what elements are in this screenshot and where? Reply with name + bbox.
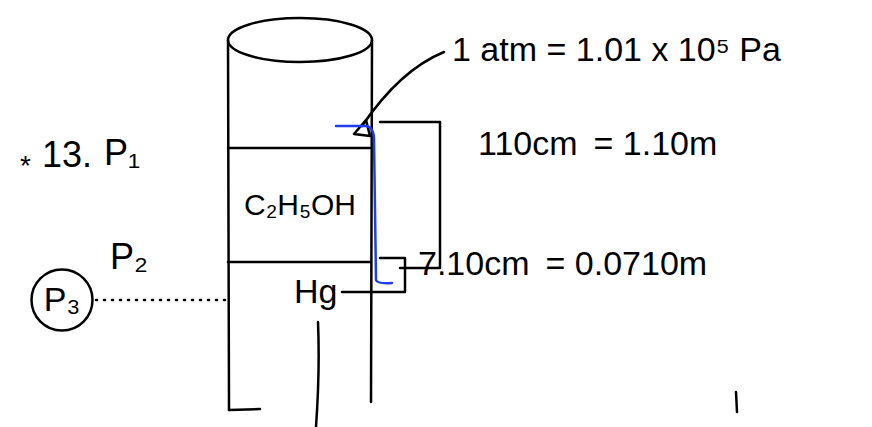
node-label: Hg bbox=[294, 272, 337, 311]
node-label: C₂H₅OH bbox=[244, 188, 356, 223]
liquid-layer: Hg bbox=[230, 264, 370, 404]
pressure-circle: P₃ bbox=[30, 268, 94, 332]
leader-line bbox=[362, 52, 444, 126]
pointer-dash bbox=[342, 291, 372, 294]
given-value: 1 atm = 1.01 x 10⁵ Pa bbox=[452, 30, 781, 69]
level-line bbox=[228, 147, 370, 150]
liquid-layer: C₂H₅OH bbox=[230, 150, 370, 260]
dimension-conversion: = 1.10m bbox=[594, 124, 718, 163]
dimension-label: 7.10cm bbox=[418, 244, 530, 283]
pointer-line bbox=[316, 322, 319, 427]
dimension-label: 110cm bbox=[478, 124, 578, 163]
cylinder-bottom bbox=[229, 409, 260, 410]
pressure-label: P₁ bbox=[104, 132, 140, 173]
level-line bbox=[228, 261, 370, 264]
cylinder-wall bbox=[228, 40, 229, 410]
pressure-label: P₂ bbox=[110, 236, 148, 277]
star-mark: * bbox=[20, 150, 31, 182]
cylinder-top bbox=[228, 18, 372, 62]
dimension-conversion: = 0.0710m bbox=[546, 244, 708, 283]
node-label: P₃ bbox=[44, 280, 81, 319]
dotted-connector bbox=[96, 299, 230, 302]
cylinder-wall bbox=[371, 40, 372, 402]
stray-mark bbox=[736, 392, 737, 412]
leader-arrowhead bbox=[354, 120, 370, 136]
problem-number: 13. bbox=[42, 134, 92, 175]
